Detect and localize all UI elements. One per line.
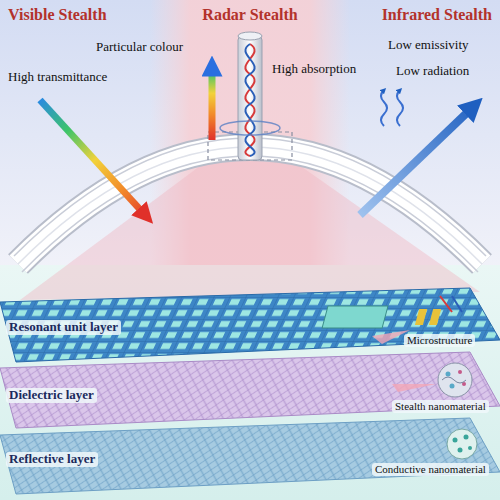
inset-label: Conductive nanomaterial xyxy=(372,463,489,476)
property-label: High absorption xyxy=(272,62,356,77)
layer-label: Resonant unit layer xyxy=(6,320,121,335)
stealth-nanomaterial-icon xyxy=(392,363,472,397)
infrared-waves xyxy=(381,90,403,126)
layer-label: Reflective layer xyxy=(6,452,98,467)
layer-label: Dielectric layer xyxy=(6,388,97,403)
radiation-arrow xyxy=(360,106,474,215)
section-heading: Visible Stealth xyxy=(8,6,107,24)
section-heading: Infrared Stealth xyxy=(382,6,492,24)
reflective-sheet xyxy=(0,418,500,494)
property-label: High transmittance xyxy=(8,70,107,85)
inset-label: Microstructure xyxy=(404,334,475,347)
property-label: Low radiation xyxy=(396,64,469,79)
inset-label: Stealth nanomaterial xyxy=(392,400,489,413)
bottom-background xyxy=(0,265,500,500)
property-label: Low emissivity xyxy=(388,38,469,53)
property-label: Particular colour xyxy=(96,40,183,55)
section-heading: Radar Stealth xyxy=(202,6,297,24)
radar-wave xyxy=(220,32,280,160)
dielectric-sheet xyxy=(0,352,500,428)
conductive-nanomaterial-icon xyxy=(0,0,477,459)
resonant-sheet xyxy=(0,288,500,362)
transmittance-arrow xyxy=(40,100,146,216)
colour-arrow xyxy=(209,66,216,140)
zoom-funnel xyxy=(20,160,480,300)
